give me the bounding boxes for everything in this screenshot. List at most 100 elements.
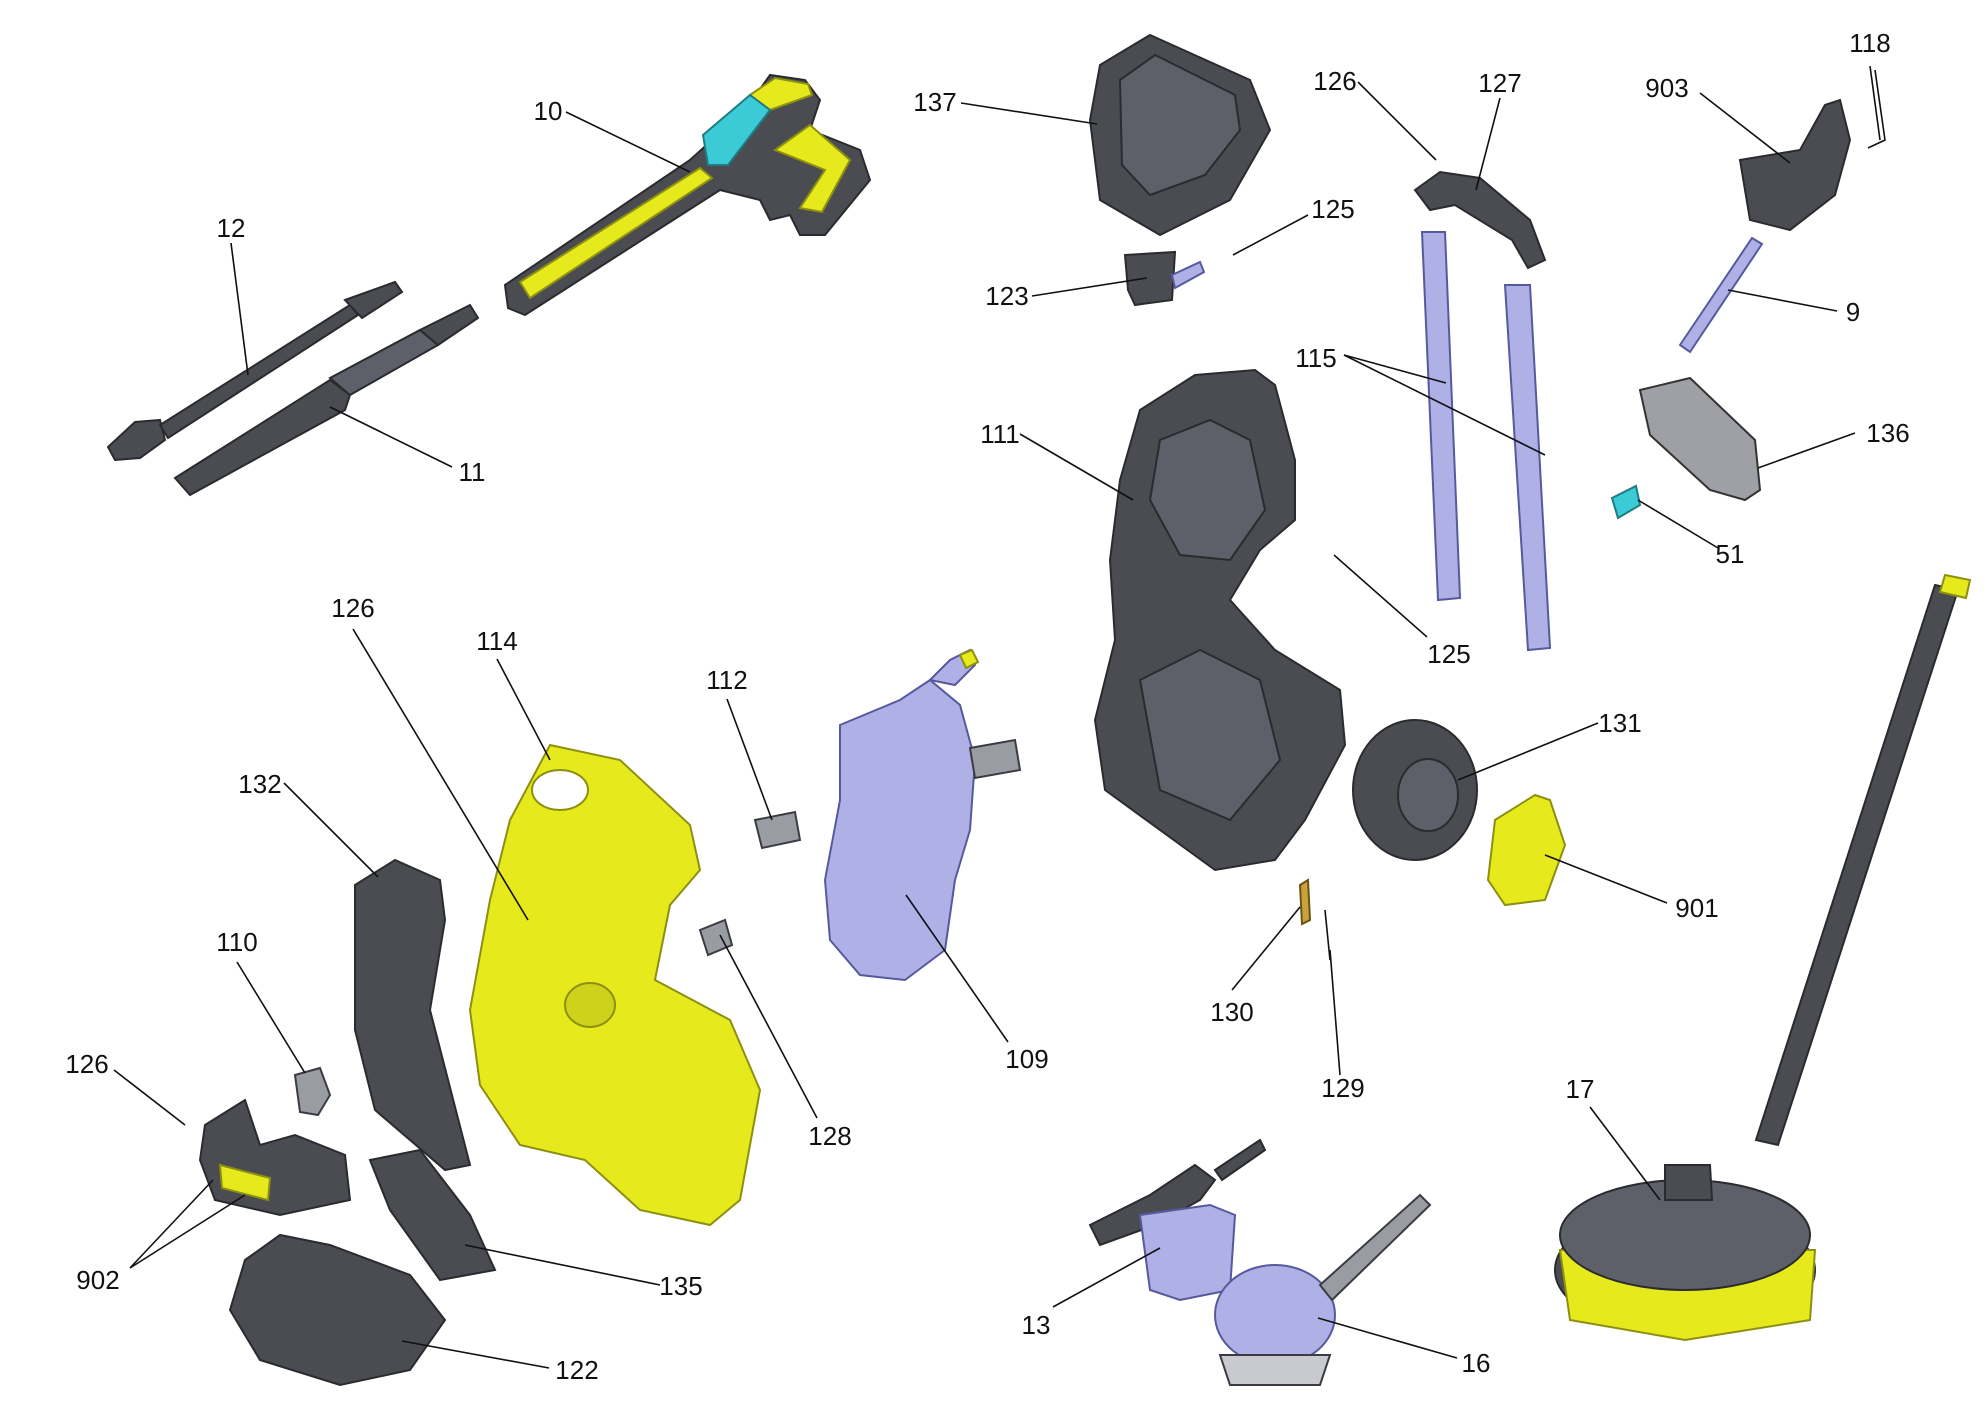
callout-114: 114: [476, 626, 517, 656]
leader-9: [1727, 289, 1838, 312]
callout-123: 123: [985, 281, 1028, 311]
leader-129: [1329, 949, 1341, 1076]
leader-127: [1475, 97, 1501, 191]
callout-12: 12: [217, 213, 246, 243]
callout-112: 112: [706, 665, 747, 695]
part-valve-123: [1123, 250, 1206, 307]
leader-902b: [129, 1194, 246, 1269]
part-knob-110: [293, 1066, 332, 1117]
leader-122: [401, 1340, 550, 1369]
leader-902a: [129, 1179, 214, 1269]
leader-115a: [1343, 354, 1447, 384]
callout-902: 902: [76, 1265, 119, 1295]
part-tubes-115: [1420, 231, 1552, 652]
callout-118: 118: [1849, 28, 1890, 58]
part-foam-nozzle-13: [1088, 1138, 1267, 1302]
callout-labels: 10 12 11 137 126 127 118 903 125 123 9 1…: [65, 28, 1909, 1385]
callout-131: 131: [1598, 708, 1641, 738]
leader-125a: [1232, 214, 1309, 256]
part-clip-902: [198, 1098, 352, 1217]
callout-130: 130: [1210, 997, 1253, 1027]
callout-125: 125: [1427, 639, 1470, 669]
part-lance-12: [106, 280, 404, 462]
part-screw-129: [1324, 909, 1331, 961]
leader-123: [1031, 277, 1148, 297]
leader-lines: [113, 65, 1881, 1369]
leader-125b: [1333, 554, 1428, 638]
callout-128: 128: [808, 1121, 851, 1151]
part-handle-127: [1413, 170, 1547, 270]
callout-901: 901: [1675, 893, 1718, 923]
leader-112: [726, 698, 773, 821]
part-pipe-9: [1678, 236, 1764, 354]
leader-13: [1052, 1247, 1161, 1308]
leader-12: [230, 242, 249, 376]
leader-136: [1757, 432, 1856, 469]
leader-135: [464, 1244, 661, 1286]
callout-109: 109: [1005, 1044, 1048, 1074]
callout-17: 17: [1566, 1074, 1595, 1104]
leader-132: [283, 782, 379, 878]
leader-115b: [1343, 354, 1546, 456]
part-label-51: [1610, 484, 1642, 520]
part-block-112a: [753, 810, 802, 850]
leader-901: [1544, 854, 1668, 904]
leader-51: [1637, 499, 1719, 549]
callout-122: 122: [555, 1355, 598, 1385]
leader-11: [329, 406, 453, 468]
callout-126: 126: [331, 593, 374, 623]
callout-9: 9: [1846, 297, 1860, 327]
leader-126b: [352, 628, 529, 921]
part-brush-16: [1214, 1193, 1432, 1386]
callout-126: 126: [1313, 66, 1356, 96]
part-bracket-137: [1088, 33, 1272, 237]
part-pin-118: [1867, 69, 1886, 149]
callout-115: 115: [1295, 343, 1336, 373]
leader-10: [565, 111, 691, 173]
callout-10: 10: [534, 96, 563, 126]
callout-129: 129: [1321, 1073, 1364, 1103]
part-block-112b: [968, 738, 1022, 780]
callout-111: 111: [980, 419, 1020, 449]
part-connector-128: [698, 918, 734, 957]
part-filter-136: [1638, 376, 1762, 502]
leader-118: [1869, 65, 1881, 141]
leader-130: [1231, 906, 1301, 991]
callout-13: 13: [1022, 1310, 1051, 1340]
leader-17: [1589, 1106, 1661, 1201]
leader-114: [496, 658, 551, 761]
callout-11: 11: [459, 457, 486, 487]
part-housing-111: [1093, 368, 1347, 872]
part-cover-122: [228, 1233, 447, 1387]
leader-131: [1457, 722, 1599, 781]
leader-137: [960, 102, 1098, 125]
part-front-cover-114: [468, 743, 762, 1227]
part-pump-109: [823, 648, 980, 982]
part-trigger-gun: [503, 73, 872, 317]
callout-51: 51: [1716, 539, 1745, 569]
callout-135: 135: [659, 1271, 702, 1301]
callout-110: 110: [216, 927, 257, 957]
part-fitting-130: [1298, 878, 1312, 926]
leader-109: [905, 894, 1009, 1043]
callout-132: 132: [238, 769, 281, 799]
part-wheel-131: [1352, 719, 1478, 861]
leader-111: [1019, 433, 1134, 501]
leader-128: [719, 934, 818, 1119]
leader-126c: [113, 1069, 186, 1126]
part-clip-903: [1738, 98, 1852, 232]
leader-16: [1317, 1317, 1458, 1359]
callout-127: 127: [1478, 68, 1521, 98]
part-surface-cleaner-17: [1554, 573, 1972, 1342]
leader-126a: [1357, 81, 1437, 161]
leader-903: [1699, 92, 1791, 164]
part-side-panel-132: [354, 858, 472, 1172]
callout-126: 126: [65, 1049, 108, 1079]
leader-110: [236, 961, 306, 1074]
part-panel-135: [368, 1148, 497, 1282]
part-lance-11: [173, 303, 480, 497]
callout-136: 136: [1866, 418, 1909, 448]
callout-16: 16: [1462, 1348, 1491, 1378]
callout-137: 137: [913, 87, 956, 117]
